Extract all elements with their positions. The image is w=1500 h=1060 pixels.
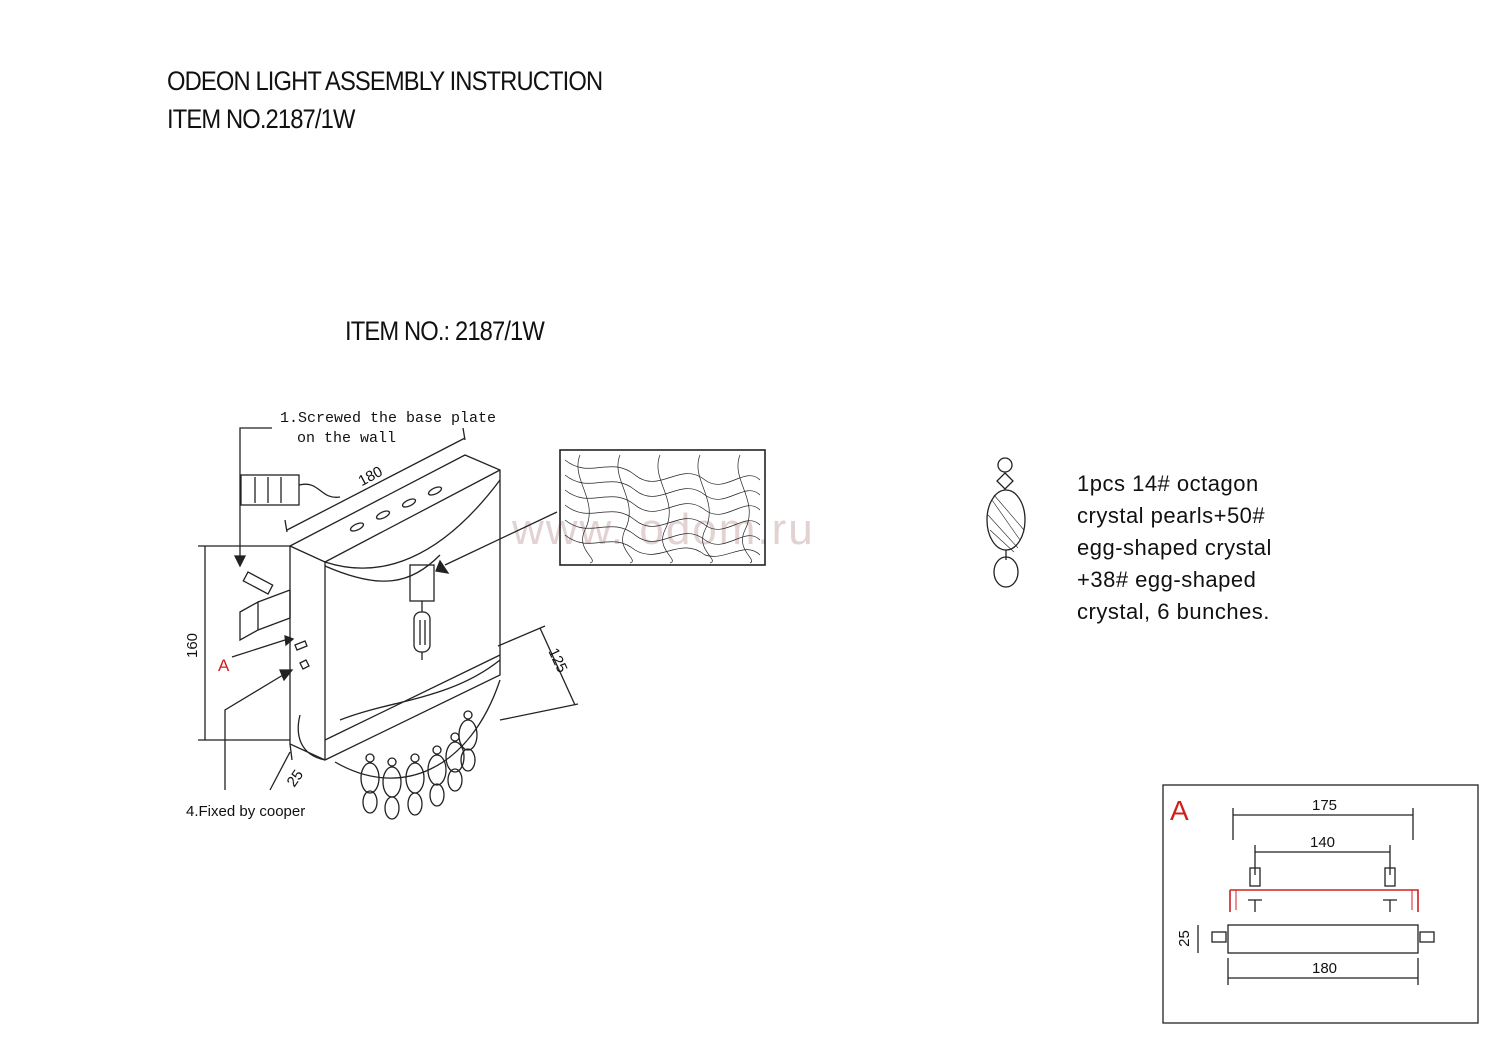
detail-a-box (1162, 784, 1479, 1024)
terminal-block (240, 474, 300, 506)
note-step4: 4.Fixed by cooper (186, 803, 306, 820)
crystal-note-line: +38# egg-shaped (1077, 567, 1257, 592)
crystal-note-line: egg-shaped crystal (1077, 535, 1272, 560)
pattern-panel (559, 449, 766, 566)
header-item-number: ITEM NO.2187/1W (167, 104, 355, 134)
step1-leader (239, 427, 272, 470)
bulb (413, 611, 431, 653)
crystal-note-line: 1pcs 14# octagon (1077, 471, 1259, 496)
crystal-drop-sample (986, 457, 1026, 588)
pattern-texture (564, 454, 761, 564)
crystal-note-line: crystal pearls+50# (1077, 503, 1266, 528)
label-a-main: A (218, 656, 230, 675)
mounting-bracket (239, 600, 259, 642)
step4-leader (224, 674, 284, 790)
note-step1-line2: on the wall (297, 430, 397, 447)
detail-dim-175: 175 (1312, 797, 1338, 814)
detail-dim-140: 140 (1310, 834, 1336, 851)
dim-25-line (269, 751, 291, 791)
dim-180-line (286, 437, 466, 531)
watermark: www. odom.ru (512, 505, 815, 554)
detail-dim-25: 25 (1175, 930, 1193, 947)
detail-base-plate (1227, 924, 1419, 954)
crystal-note-line: crystal, 6 bunches. (1077, 599, 1270, 624)
detail-bracket-red (1229, 889, 1419, 912)
detail-dim-180: 180 (1312, 960, 1338, 977)
step1-arrowhead (233, 555, 247, 568)
crystal-note: 1pcs 14# octagon crystal pearls+50# egg-… (1077, 468, 1272, 628)
header-title: ODEON LIGHT ASSEMBLY INSTRUCTION (167, 66, 603, 96)
fixture-outline (289, 454, 501, 761)
item-title: ITEM NO.: 2187/1W (345, 316, 545, 346)
note-step1-line1: 1.Screwed the base plate (280, 410, 497, 427)
dim-125-line (539, 627, 576, 706)
hanging-crystals (360, 710, 478, 820)
dim-160-label: 160 (184, 632, 202, 659)
detail-a-label: A (1170, 795, 1189, 826)
